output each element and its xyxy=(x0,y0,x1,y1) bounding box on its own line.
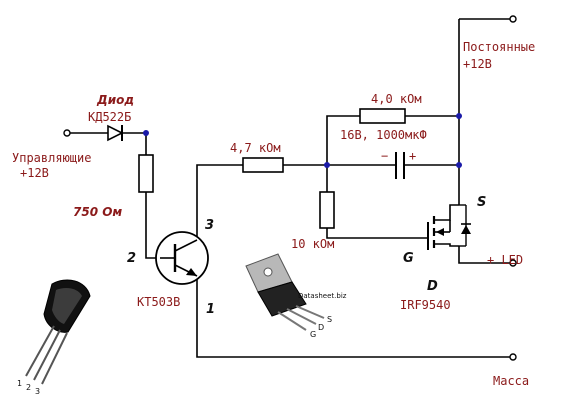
terminals xyxy=(63,15,517,361)
to92-leg-3 xyxy=(41,332,68,385)
resistor-750 xyxy=(138,154,154,193)
label-diode-title: Диод xyxy=(96,93,134,107)
to92-pin-3: 3 xyxy=(35,387,40,396)
to220-watermark: Datasheet.biz xyxy=(298,292,347,300)
transistor-kt503 xyxy=(155,231,209,285)
label-ground: Масса xyxy=(493,374,529,388)
label-diode-part: КД522Б xyxy=(88,110,131,124)
mosfet-drain-lead xyxy=(434,243,459,247)
label-led: + LED xyxy=(487,253,523,267)
to92-pin-1: 1 xyxy=(17,379,22,388)
label-capacitor: 16В, 1000мкФ xyxy=(340,128,427,142)
label-mosfet: IRF9540 xyxy=(400,298,451,312)
to220-tab-hole xyxy=(263,267,273,277)
to220-leg-g xyxy=(277,311,307,331)
diode-kd522b xyxy=(107,124,124,142)
transistor-emitter-arrow xyxy=(186,268,197,276)
to220-body xyxy=(257,281,307,317)
wire-drain-led xyxy=(458,246,510,264)
label-cap-plus: + xyxy=(409,149,416,163)
label-r-base: 750 Ом xyxy=(73,205,122,219)
label-r-10k: 10 кОм xyxy=(291,237,334,251)
pin-transistor-base: 2 xyxy=(127,251,136,266)
mosfet-irf9540 xyxy=(427,204,471,250)
to92-pin-2: 2 xyxy=(26,383,31,392)
terminal-ground xyxy=(509,353,517,361)
label-control-line1: Управляющие xyxy=(12,151,91,165)
wire-emitter-gnd xyxy=(196,273,510,358)
mosfet-source-lead xyxy=(434,204,459,221)
wires xyxy=(67,18,510,358)
diode-triangle xyxy=(107,124,124,142)
label-const-line2: +12В xyxy=(463,57,492,71)
terminal-led xyxy=(509,259,517,267)
junction-rail-top xyxy=(456,113,462,119)
junction-node-left xyxy=(324,162,330,168)
label-cap-minus: − xyxy=(381,149,388,163)
label-const-line1: Постоянные xyxy=(463,40,535,54)
pin-transistor-collector: 3 xyxy=(205,218,214,233)
pin-transistor-emitter: 1 xyxy=(206,302,215,317)
to92-package-illustration: 1 2 3 xyxy=(17,279,91,396)
to220-pin-g: G xyxy=(310,330,316,339)
wire-top-left xyxy=(326,115,360,165)
to220-leg-d xyxy=(286,308,317,325)
terminal-control-input xyxy=(63,129,71,137)
resistor-10k xyxy=(319,191,335,229)
pin-mosfet-gate: G xyxy=(403,251,414,266)
junction-rail-mid xyxy=(456,162,462,168)
junction-diode xyxy=(143,130,149,136)
junctions xyxy=(143,113,462,168)
transistor-collector-leg xyxy=(174,239,198,252)
capacitor-1000uf xyxy=(395,152,405,179)
label-r-4k0: 4,0 кОм xyxy=(371,92,422,106)
to220-leg-s xyxy=(295,305,325,319)
label-r-4k7: 4,7 кОм xyxy=(230,141,281,155)
wire-10k-gate xyxy=(326,228,428,239)
label-control-line2: +12В xyxy=(20,166,49,180)
to220-package-illustration: Datasheet.biz G D S xyxy=(245,253,347,339)
to92-highlight xyxy=(52,288,82,324)
resistor-4k0 xyxy=(359,108,406,124)
resistor-4k7 xyxy=(242,157,284,173)
wire-collector xyxy=(196,164,243,243)
terminal-const-12v xyxy=(509,15,517,23)
to92-leg-1 xyxy=(25,325,55,377)
to220-pin-s: S xyxy=(327,315,332,324)
transistor-body xyxy=(155,231,209,285)
mosfet-arrow xyxy=(436,228,444,236)
pin-mosfet-drain: D xyxy=(427,279,438,294)
to220-pin-d: D xyxy=(318,323,324,332)
pin-mosfet-source: S xyxy=(477,195,486,210)
label-transistor: КТ503В xyxy=(137,295,180,309)
to92-leg-2 xyxy=(33,329,61,381)
mosfet-diode-triangle xyxy=(461,225,471,234)
